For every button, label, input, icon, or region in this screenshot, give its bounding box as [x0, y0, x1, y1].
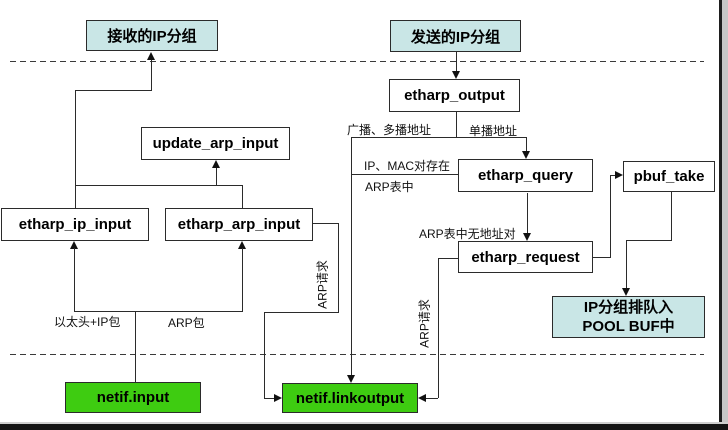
box-etharp-ip-input: etharp_ip_input [1, 208, 149, 241]
window-bottom-border [0, 424, 728, 430]
connector-line [610, 175, 611, 258]
connector-line [593, 257, 611, 258]
arrowhead-down [347, 375, 355, 383]
connector-line [456, 112, 457, 137]
arrowhead-up [147, 52, 155, 60]
connector-line [351, 137, 352, 376]
connector-line [610, 175, 616, 176]
connector-line [671, 192, 672, 240]
box-sent-ip-packets: 发送的IP分组 [390, 20, 521, 52]
box-etharp-arp-input: etharp_arp_input [165, 208, 313, 241]
connector-line [74, 311, 243, 312]
connector-line [74, 248, 75, 311]
label-arp-request-vertical-right: ARP请求 [417, 299, 432, 348]
box-etharp-request: etharp_request [458, 241, 593, 273]
connector-line [313, 223, 338, 224]
connector-line [264, 312, 265, 398]
connector-line [151, 59, 152, 91]
connector-line [242, 185, 243, 208]
label-arp-packet: ARP包 [168, 316, 205, 330]
box-netif-input: netif.input [65, 382, 201, 413]
connector-line [75, 90, 76, 208]
connector-line [216, 167, 217, 185]
connector-line [438, 258, 439, 398]
label-broadcast-multicast-address: 广播、多播地址 [347, 123, 432, 137]
label-arp-request-vertical-left: ARP请求 [315, 260, 330, 309]
box-netif-linkoutput: netif.linkoutput [282, 383, 418, 413]
queue-box-line2: POOL BUF中 [582, 318, 675, 335]
arrowhead-up [70, 241, 78, 249]
window-right-border [719, 0, 722, 424]
arrowhead-up [238, 241, 246, 249]
connector-line [527, 193, 528, 234]
connector-line [264, 398, 275, 399]
box-ip-packet-queue-pool-buf: IP分组排队入 POOL BUF中 [552, 296, 705, 338]
window-right-edge-gray [722, 0, 728, 424]
connector-line [438, 258, 458, 259]
arrowhead-down [452, 71, 460, 79]
arrowhead-down [522, 151, 530, 159]
label-unicast-address: 单播地址 [469, 124, 518, 138]
arrowhead-left [418, 394, 426, 402]
connector-line [352, 174, 458, 175]
arrowhead-right [274, 394, 282, 402]
connector-line [338, 223, 339, 312]
box-pbuf-take: pbuf_take [623, 161, 715, 192]
connector-line [75, 90, 152, 91]
window-bottom-edge-gray [0, 422, 728, 424]
label-in-arp-table: ARP表中 [365, 180, 414, 194]
connector-line [526, 137, 527, 152]
layer-divider-top-dashed-line [10, 61, 704, 62]
connector-line [242, 248, 243, 311]
arrowhead-right [615, 171, 623, 179]
connector-line [626, 240, 627, 289]
label-ip-mac-pair-exists: IP、MAC对存在 [364, 159, 451, 173]
arrowhead-up [212, 160, 220, 168]
arrowhead-down [622, 288, 630, 296]
layer-divider-bottom-dashed-line [10, 354, 704, 355]
connector-line [264, 312, 339, 313]
arrowhead-down [523, 233, 531, 241]
label-no-address-pair-in-arp-table: ARP表中无地址对 [419, 227, 516, 241]
connector-line [75, 185, 243, 186]
connector-line [351, 137, 527, 138]
connector-line [135, 311, 136, 382]
box-etharp-query: etharp_query [458, 159, 593, 192]
box-etharp-output: etharp_output [389, 79, 520, 112]
connector-line [456, 52, 457, 72]
box-update-arp-input: update_arp_input [141, 127, 290, 160]
queue-box-line1: IP分组排队入 [583, 299, 674, 316]
label-ethernet-header-ip-packet: 以太头+IP包 [54, 315, 121, 329]
connector-line [426, 398, 438, 399]
connector-line [626, 240, 672, 241]
box-received-ip-packets: 接收的IP分组 [86, 20, 218, 51]
